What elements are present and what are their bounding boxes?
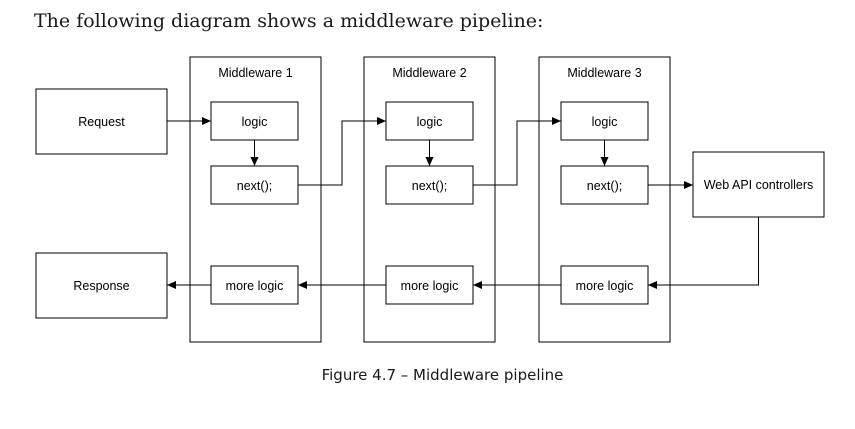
figure-caption: Figure 4.7 – Middleware pipeline [321, 366, 564, 384]
arrow-next-1-to-logic-2 [298, 117, 386, 186]
middleware-3-more-label: more logic [576, 279, 634, 293]
middleware-2-title: Middleware 2 [392, 66, 466, 80]
middleware-1-logic-box [210, 101, 299, 141]
middleware-2-next-label: next(); [412, 179, 447, 193]
middleware-3-logic-label: logic [592, 115, 618, 129]
middleware-1-more-box [210, 265, 299, 305]
middleware-3-next-label: next(); [587, 179, 622, 193]
response-label: Response [73, 279, 129, 293]
middleware-1-logic-label: logic [242, 115, 268, 129]
arrow-next-2-to-logic-3 [473, 117, 561, 186]
middleware-3-more-box [560, 265, 649, 305]
middleware-3-logic-box [560, 101, 649, 141]
middleware-3-next-box [560, 165, 649, 205]
middleware-2-next-box [385, 165, 474, 205]
controllers-box [692, 151, 825, 218]
middleware-1-next-label: next(); [237, 179, 272, 193]
middleware-3-title: Middleware 3 [567, 66, 641, 80]
intro-text: The following diagram shows a middleware… [34, 10, 544, 32]
middleware-2-more-label: more logic [401, 279, 459, 293]
request-label: Request [78, 115, 125, 129]
middleware-1-title: Middleware 1 [218, 66, 292, 80]
middleware-1-next-box [210, 165, 299, 205]
middleware-2-more-box [385, 265, 474, 305]
response-box [35, 252, 168, 319]
middleware-1-more-label: more logic [226, 279, 284, 293]
controllers-label: Web API controllers [704, 178, 814, 192]
arrow-controllers-to-more-3 [648, 217, 759, 289]
middleware-2-logic-label: logic [417, 115, 443, 129]
